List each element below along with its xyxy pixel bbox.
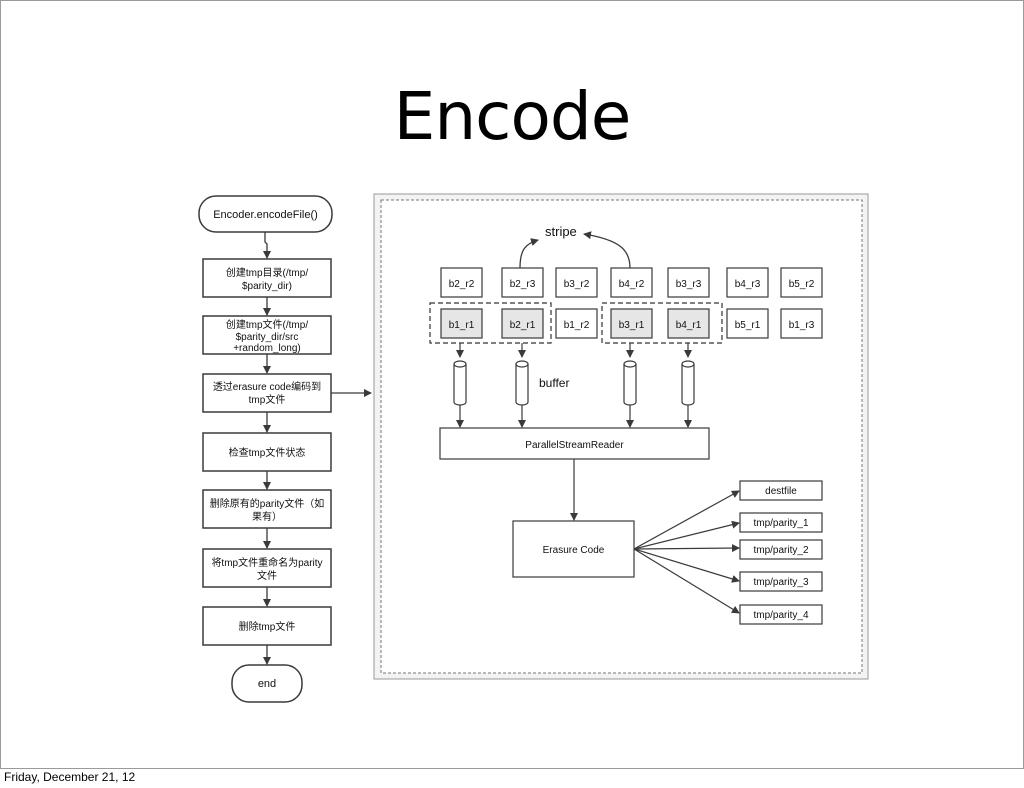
output-parity-2: tmp/parity_2 — [739, 539, 823, 560]
erasure-output-arrows — [633, 490, 740, 614]
output-parity-2-label: tmp/parity_2 — [753, 545, 808, 556]
flow-step-7-line1: 删除tmp文件 — [239, 620, 296, 633]
output-parity-1-label: tmp/parity_1 — [753, 518, 808, 529]
block-row-top: b2_r2 b2_r3 b3_r2 b4_r2 b3_r3 b4_r3 b5_r… — [440, 267, 823, 298]
block-bottom-6-label: b5_r1 — [735, 320, 761, 331]
block-top-4-label: b4_r2 — [619, 279, 645, 290]
block-bottom-3-label: b1_r2 — [564, 320, 590, 331]
buffer-4 — [681, 360, 695, 406]
block-bottom-5-label: b4_r1 — [676, 320, 702, 331]
block-top-1 — [440, 267, 483, 298]
buffer-3 — [623, 360, 637, 406]
parallel-stream-reader-box — [439, 427, 710, 460]
flow-step-6: 将tmp文件重命名为parity 文件 — [202, 548, 332, 588]
block-top-7 — [780, 267, 823, 298]
block-top-6 — [726, 267, 769, 298]
erasure-code-box — [512, 520, 635, 578]
flow-step-2: 创建tmp文件(/tmp/ $parity_dir/src +random_lo… — [202, 315, 332, 355]
block-to-buffer-arrows — [456, 343, 692, 358]
flow-step-1-line2: $parity_dir) — [242, 281, 292, 292]
output-parity-1: tmp/parity_1 — [739, 512, 823, 533]
flow-step-4: 检查tmp文件状态 — [202, 432, 332, 472]
flow-step-6-line2: 文件 — [257, 569, 277, 582]
output-destfile-label: destfile — [765, 486, 797, 497]
detail-panel: stripe b2_r2 b2_r3 b3_r2 b4_r2 b3_r3 b4_… — [373, 193, 869, 680]
erasure-code-label: Erasure Code — [543, 545, 605, 556]
flow-step-5-line2: 果有） — [252, 510, 282, 523]
flow-step-5: 删除原有的parity文件（如 果有） — [202, 489, 332, 529]
output-parity-4: tmp/parity_4 — [739, 604, 823, 625]
block-bottom-2 — [501, 308, 544, 339]
flow-step-3: 透过erasure code编码到 tmp文件 — [202, 373, 332, 413]
flow-arrow-0 — [263, 232, 271, 259]
block-bottom-7-label: b1_r3 — [789, 320, 815, 331]
stripe-arrow-left — [519, 238, 539, 269]
flow-end-label: end — [258, 678, 276, 690]
block-top-2-label: b2_r3 — [510, 279, 536, 290]
stripe-group-1 — [429, 302, 552, 344]
flow-step-4-line1: 检查tmp文件状态 — [229, 446, 306, 459]
slide-title: Encode — [393, 78, 632, 155]
flow-arrows — [263, 232, 372, 665]
block-top-7-label: b5_r2 — [789, 279, 815, 290]
stripe-arrow-right — [583, 231, 631, 269]
block-top-6-label: b4_r3 — [735, 279, 761, 290]
block-bottom-1-label: b1_r1 — [449, 320, 475, 331]
flow-step-6-line1: 将tmp文件重命名为parity — [211, 556, 322, 569]
buffer-2 — [515, 360, 529, 406]
output-parity-3-label: tmp/parity_3 — [753, 577, 808, 588]
output-arrow-parity-2 — [633, 544, 740, 553]
block-bottom-5 — [667, 308, 710, 339]
flow-step-5-line1: 删除原有的parity文件（如 — [210, 497, 324, 510]
buffer-label: buffer — [539, 376, 569, 390]
output-arrow-parity-1 — [633, 520, 740, 550]
flow-step-3-line1: 透过erasure code编码到 — [213, 380, 321, 393]
output-destfile: destfile — [739, 480, 823, 501]
block-top-2 — [501, 267, 544, 298]
output-arrow-parity-4 — [633, 548, 740, 614]
block-row-bottom: b1_r1 b2_r1 b1_r2 b3_r1 b4_r1 b5_r1 b1_r… — [440, 308, 823, 339]
flow-step-3-line2: tmp文件 — [249, 393, 286, 406]
block-bottom-2-label: b2_r1 — [510, 320, 536, 331]
block-bottom-3 — [555, 308, 598, 339]
output-arrow-destfile — [633, 490, 740, 550]
stripe-arrows — [519, 231, 631, 269]
block-top-5 — [667, 267, 710, 298]
slide-footer: Friday, December 21, 12 — [4, 770, 136, 784]
stripe-label: stripe — [545, 224, 577, 239]
block-top-4 — [610, 267, 653, 298]
stripe-group-2 — [601, 302, 723, 344]
block-top-5-label: b3_r3 — [676, 279, 702, 290]
block-bottom-1 — [440, 308, 483, 339]
output-arrow-parity-3 — [633, 548, 740, 583]
flow-step-1: 创建tmp目录(/tmp/ $parity_dir) — [202, 258, 332, 298]
block-bottom-7 — [780, 308, 823, 339]
parallel-stream-reader-label: ParallelStreamReader — [525, 440, 624, 451]
output-parity-3: tmp/parity_3 — [739, 571, 823, 592]
flow-step-1-line1: 创建tmp目录(/tmp/ — [226, 266, 308, 279]
block-top-1-label: b2_r2 — [449, 279, 475, 290]
flow-step-2-line1: 创建tmp文件(/tmp/ — [226, 318, 308, 331]
flow-step-2-line2: $parity_dir/src — [236, 332, 299, 343]
block-top-3 — [555, 267, 598, 298]
block-top-3-label: b3_r2 — [564, 279, 590, 290]
buffer-to-reader-arrows — [456, 405, 692, 428]
flowchart: Encoder.encodeFile() 创建tmp目录(/tmp/ $pari… — [198, 195, 372, 703]
block-bottom-4 — [610, 308, 653, 339]
buffer-1 — [453, 360, 467, 406]
flow-end-node — [231, 664, 303, 703]
block-bottom-4-label: b3_r1 — [619, 320, 645, 331]
output-parity-4-label: tmp/parity_4 — [753, 610, 808, 621]
flow-step-7: 删除tmp文件 — [202, 606, 332, 646]
flow-start-label: Encoder.encodeFile() — [213, 209, 318, 221]
flow-step-2-line3: +random_long) — [233, 343, 301, 354]
block-bottom-6 — [726, 308, 769, 339]
